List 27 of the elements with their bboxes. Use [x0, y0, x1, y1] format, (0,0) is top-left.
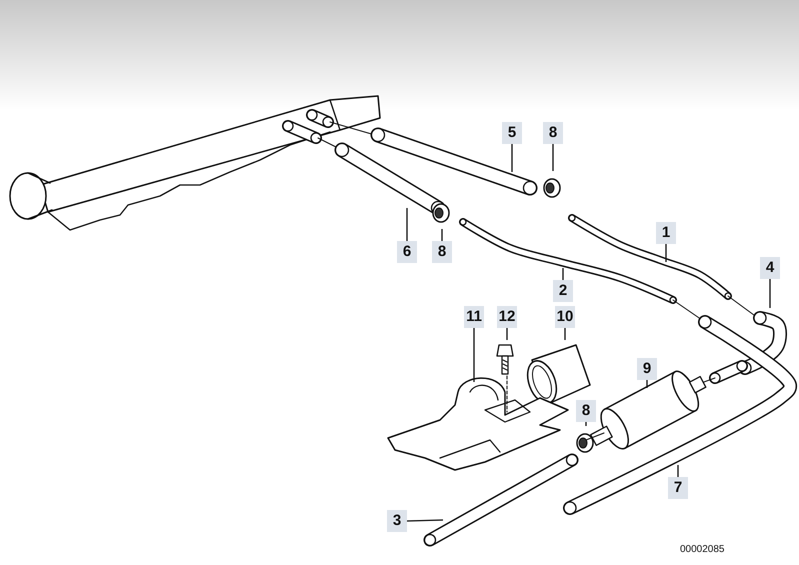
leader-line	[769, 279, 771, 308]
callout-number: 9	[637, 358, 657, 380]
callout-number: 5	[502, 122, 522, 144]
leader-line	[562, 268, 564, 280]
callout-number: 10	[555, 306, 575, 328]
callout-number: 8	[432, 241, 452, 263]
callout-number: 7	[668, 477, 688, 499]
callout-number: 8	[543, 122, 563, 144]
callout-number: 4	[760, 257, 780, 279]
leader-line	[406, 208, 408, 241]
leader-line	[677, 465, 679, 477]
leader-line	[473, 328, 475, 382]
callout-number: 12	[497, 306, 517, 328]
callout-number: 6	[397, 241, 417, 263]
callout-number: 8	[576, 400, 596, 422]
drawing-number: 00002085	[680, 544, 724, 555]
callout-number: 3	[387, 510, 407, 532]
callout-number: 1	[656, 222, 676, 244]
callout-number: 11	[464, 306, 484, 328]
leader-line	[552, 144, 554, 171]
leader-line	[441, 229, 443, 241]
leader-line	[665, 244, 667, 262]
callout-number: 2	[553, 280, 573, 302]
leader-line	[506, 328, 508, 340]
leader-line	[406, 519, 444, 522]
leader-line	[511, 144, 513, 172]
leader-line	[564, 328, 566, 340]
